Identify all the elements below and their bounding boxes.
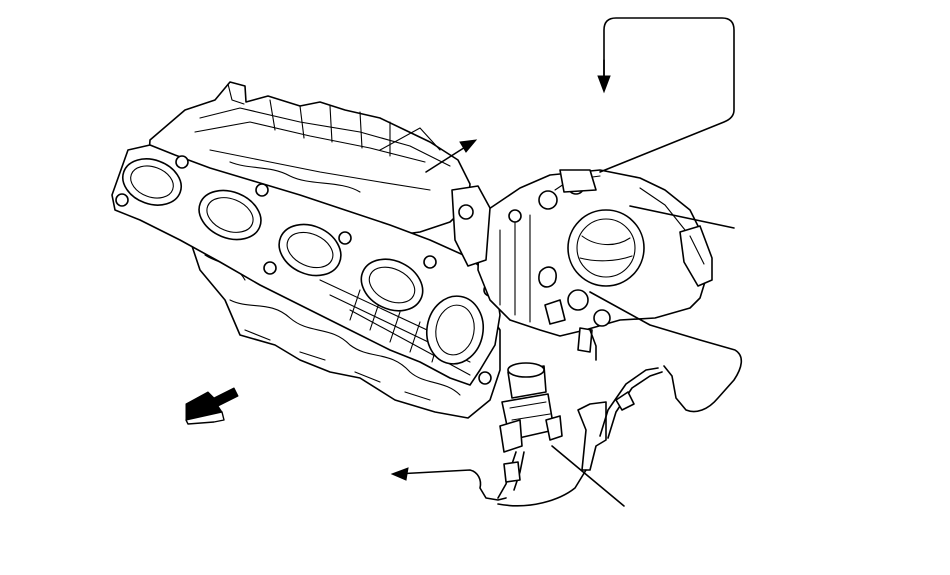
leader-lines <box>395 17 743 507</box>
front-direction-arrow-icon <box>185 387 239 425</box>
intake-ports <box>122 158 484 365</box>
solenoid-valve <box>499 362 607 471</box>
flow-arrows <box>390 59 611 481</box>
vacuum-hoses <box>497 329 663 499</box>
arrow-left-icon <box>390 467 409 481</box>
arrow-up-right-icon <box>459 139 478 153</box>
throttle-body <box>451 169 713 353</box>
arrow-down-icon <box>597 75 611 94</box>
intake-manifold <box>111 81 501 419</box>
